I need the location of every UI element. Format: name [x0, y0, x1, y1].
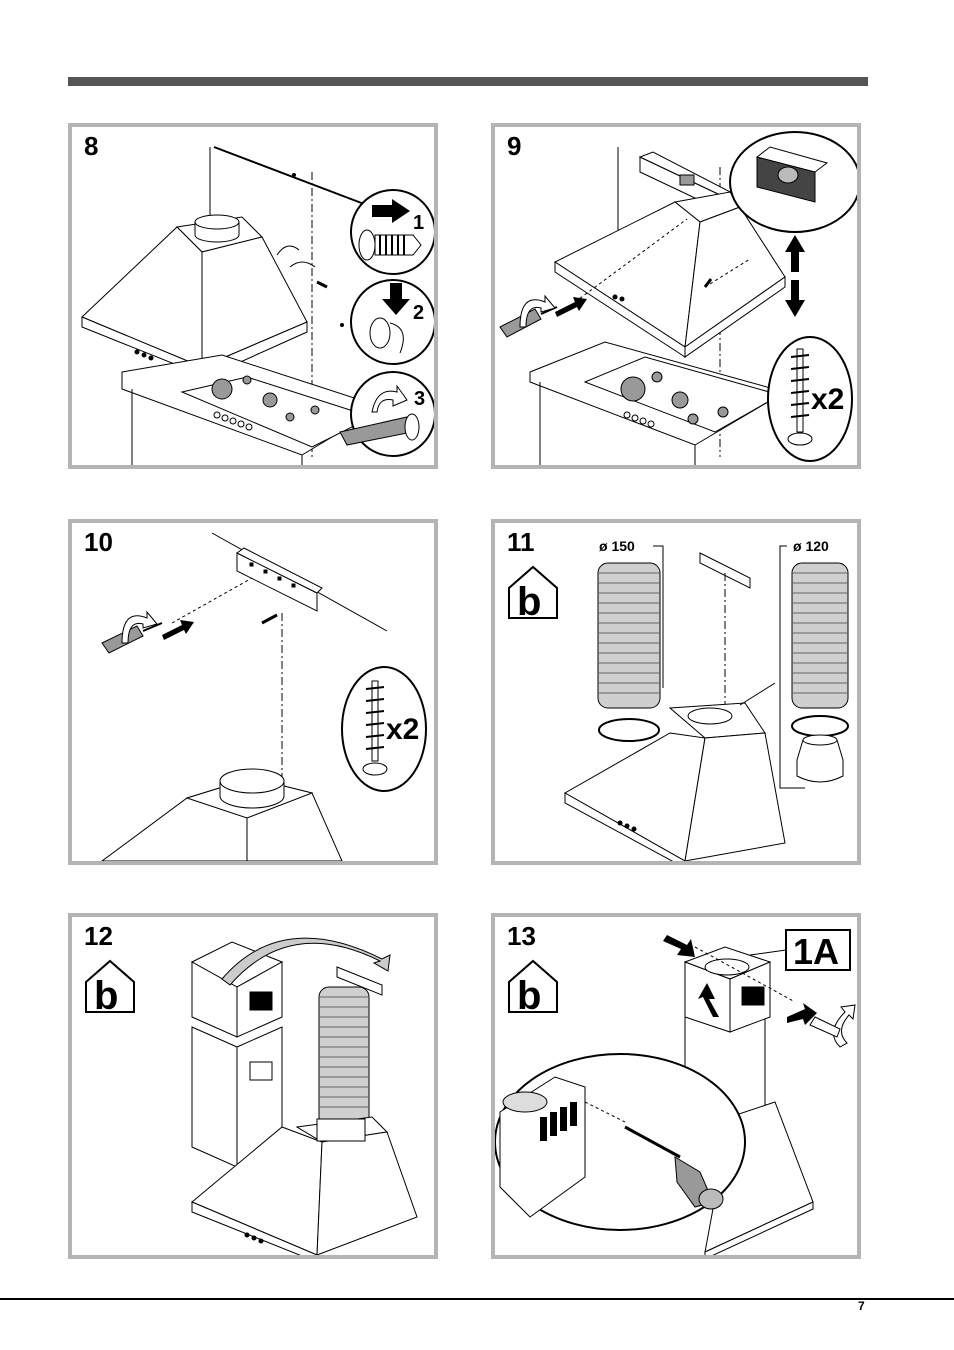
zoom-detail — [495, 1054, 745, 1230]
duct-icon — [319, 987, 369, 1127]
callout-label: 1 — [413, 212, 424, 234]
step-8-illustration: 1 2 3 — [72, 127, 434, 465]
screw-quantity-callout: x2 — [768, 337, 852, 461]
callout-screw-2: 2 — [351, 280, 434, 364]
callout-label: 3 — [414, 388, 425, 410]
step-13-illustration: b 1A — [495, 917, 857, 1255]
screwdriver-icon — [810, 1017, 840, 1037]
header-bar — [68, 77, 868, 86]
arrow-icon — [555, 297, 587, 317]
callout-screw-1: 1 — [351, 190, 434, 274]
screwdriver-icon — [500, 296, 557, 337]
duct-icon — [598, 563, 660, 741]
svg-text:1A: 1A — [793, 931, 839, 972]
arrow-icon — [785, 235, 805, 317]
arrow-icon — [162, 620, 194, 640]
step-8-panel: 8 — [68, 123, 438, 469]
step-10-illustration: x2 — [72, 523, 434, 861]
step-11-illustration: b ø 150 ø 120 — [495, 523, 857, 861]
step-9-illustration: x2 — [495, 127, 857, 465]
callout-label: 2 — [413, 302, 424, 324]
diameter-left-label: ø 150 — [599, 538, 635, 554]
step-12-panel: 12 b — [68, 913, 438, 1259]
hood-icon — [565, 703, 785, 861]
step-10-panel: 10 — [68, 519, 438, 865]
duct-icon — [792, 563, 848, 782]
house-b-icon: b — [509, 961, 557, 1018]
quantity-label: x2 — [386, 713, 419, 746]
step-12-illustration: b — [72, 917, 434, 1255]
house-b-icon: b — [509, 567, 557, 624]
svg-text:b: b — [94, 974, 118, 1018]
callout-screwdriver-3: 3 — [340, 372, 434, 456]
svg-text:b: b — [517, 974, 541, 1018]
screw-icon — [359, 230, 421, 260]
page-number: 7 — [858, 1299, 865, 1313]
hood-icon — [82, 215, 307, 377]
svg-text:b: b — [517, 580, 541, 624]
house-b-icon: b — [86, 961, 134, 1018]
screw-quantity-callout: x2 — [342, 667, 426, 791]
step-9-panel: 9 — [491, 123, 861, 469]
spirit-level-zoom — [730, 132, 857, 232]
screwdriver-icon — [102, 612, 162, 653]
diameter-right-label: ø 120 — [793, 538, 829, 554]
step-11-panel: 11 b ø 150 ø 120 — [491, 519, 861, 865]
footer-rule — [0, 1298, 954, 1300]
step-13-panel: 13 b 1A — [491, 913, 861, 1259]
quantity-label: x2 — [811, 383, 844, 416]
hood-icon — [102, 769, 342, 861]
